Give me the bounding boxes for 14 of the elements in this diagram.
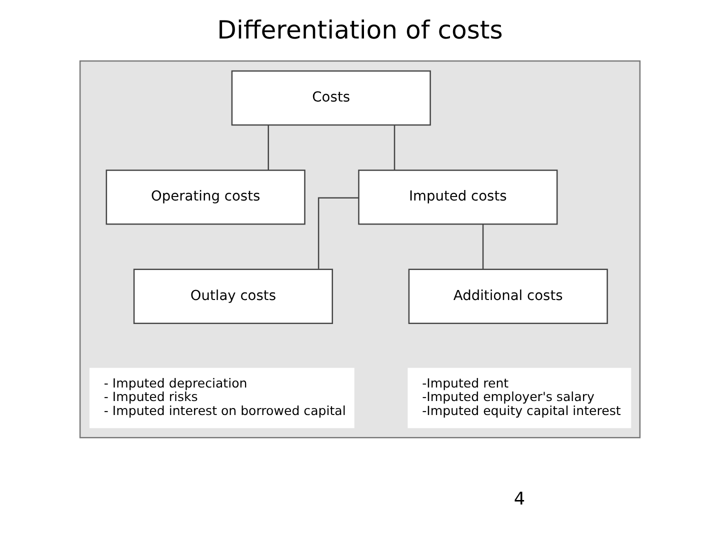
connector [482,224,484,270]
label: 4 [514,489,526,510]
cluster [79,60,641,438]
node-box: - Imputed depreciation - Imputed risks - Imputed interest on borrowed capital [89,368,354,428]
node-box: Operating costs [106,170,306,225]
node-box: -Imputed rent -Imputed employer's salary -Imputed equity capital interest [408,368,632,428]
node-box: Costs [231,70,431,126]
node-box: Outlay costs [133,268,334,324]
connector [318,197,358,269]
diagram-title: Differentiation of costs [217,15,503,44]
connector [268,125,269,170]
connector [394,125,396,170]
node-box: Imputed costs [358,170,558,225]
node-box: Additional costs [408,268,608,324]
